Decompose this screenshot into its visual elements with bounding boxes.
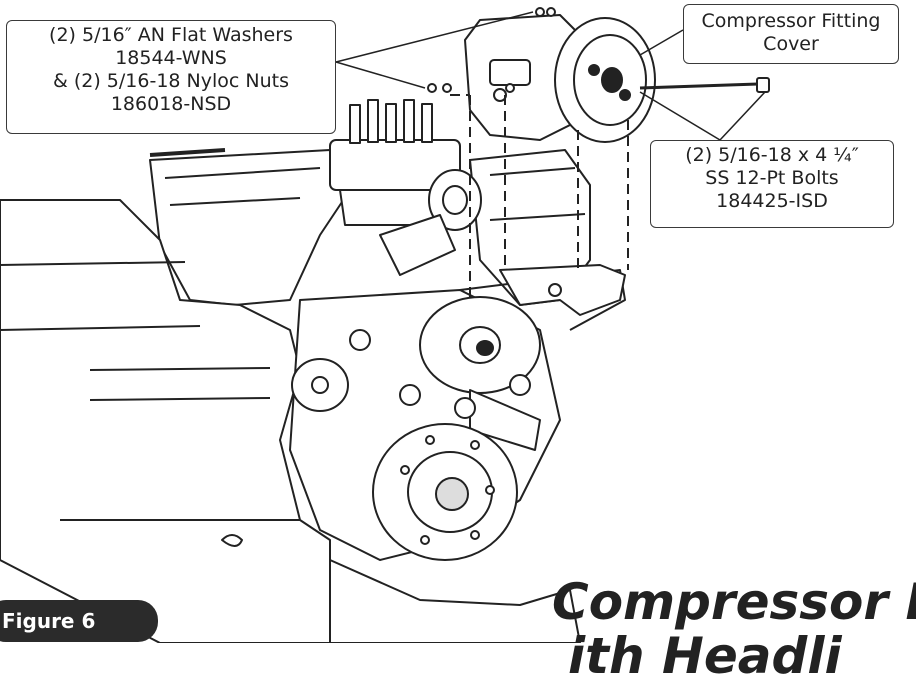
- callout-line: (2) 5/16″ AN Flat Washers: [49, 24, 293, 46]
- harmonic-balancer: [372, 423, 518, 561]
- callout-line: Compressor Fitting: [701, 10, 881, 32]
- callout-line: 184425-ISD: [716, 190, 828, 212]
- figure-title-line2: ith Headli: [568, 627, 842, 685]
- callout-line: (2) 5/16-18 x 4 ¼″: [685, 144, 859, 166]
- left-valve-cover: [149, 148, 361, 306]
- callout-line: & (2) 5/16-18 Nyloc Nuts: [53, 70, 289, 92]
- figure-title: Compressor B: [552, 573, 916, 631]
- bolts-callout: (2) 5/16-18 x 4 ¼″ SS 12-Pt Bolts 184425…: [650, 140, 894, 228]
- washers-nuts-callout: (2) 5/16″ AN Flat Washers 18544-WNS & (2…: [6, 20, 336, 134]
- thermostat-housing: [379, 169, 482, 276]
- leader-lines: [335, 11, 766, 141]
- fitting-cover-callout: Compressor Fitting Cover: [683, 4, 899, 64]
- ac-compressor: [464, 14, 656, 143]
- engine-block: [0, 199, 331, 643]
- water-pump: [419, 296, 541, 451]
- engine-compressor-diagram: [0, 7, 770, 643]
- oil-pan: [221, 534, 581, 643]
- callout-line: 186018-NSD: [110, 93, 232, 115]
- alignment-lines: [450, 83, 758, 300]
- idler-pulleys: [291, 329, 531, 419]
- figure-badge: Figure 6: [0, 600, 158, 642]
- flat-washers: [427, 7, 556, 93]
- callout-line: Cover: [763, 33, 819, 55]
- callout-line: 18544-WNS: [115, 47, 227, 69]
- compressor-bracket: [499, 264, 626, 316]
- callout-line: SS 12-Pt Bolts: [705, 167, 839, 189]
- distributor: [329, 99, 461, 226]
